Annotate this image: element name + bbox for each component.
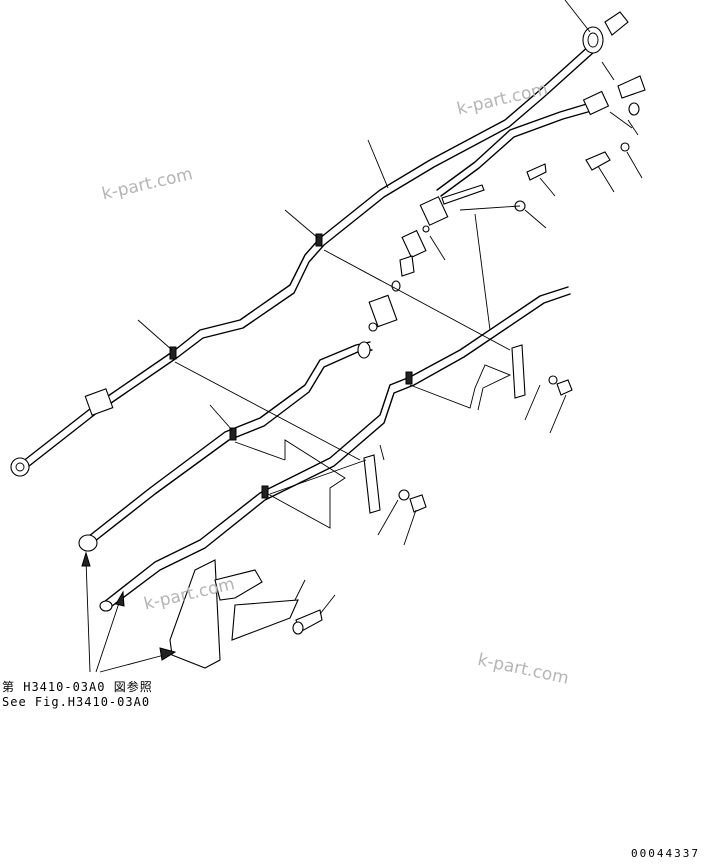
reference-label-jp: 第 H3410-03A0 図参照 [2,680,153,694]
middle-pipe [83,341,373,546]
reference-label-en: See Fig.H3410-03A0 [2,695,151,709]
figure-number: 00044337 [631,847,700,860]
reference-arrows [81,551,177,673]
center-fittings [357,163,547,359]
pipe-clamps [169,233,413,499]
pipe-ends [10,388,114,612]
leader-lines [137,0,643,615]
right-pipe [436,99,603,197]
brackets [169,344,573,669]
upper-couplings [582,11,646,171]
lower-pipe [103,286,571,610]
